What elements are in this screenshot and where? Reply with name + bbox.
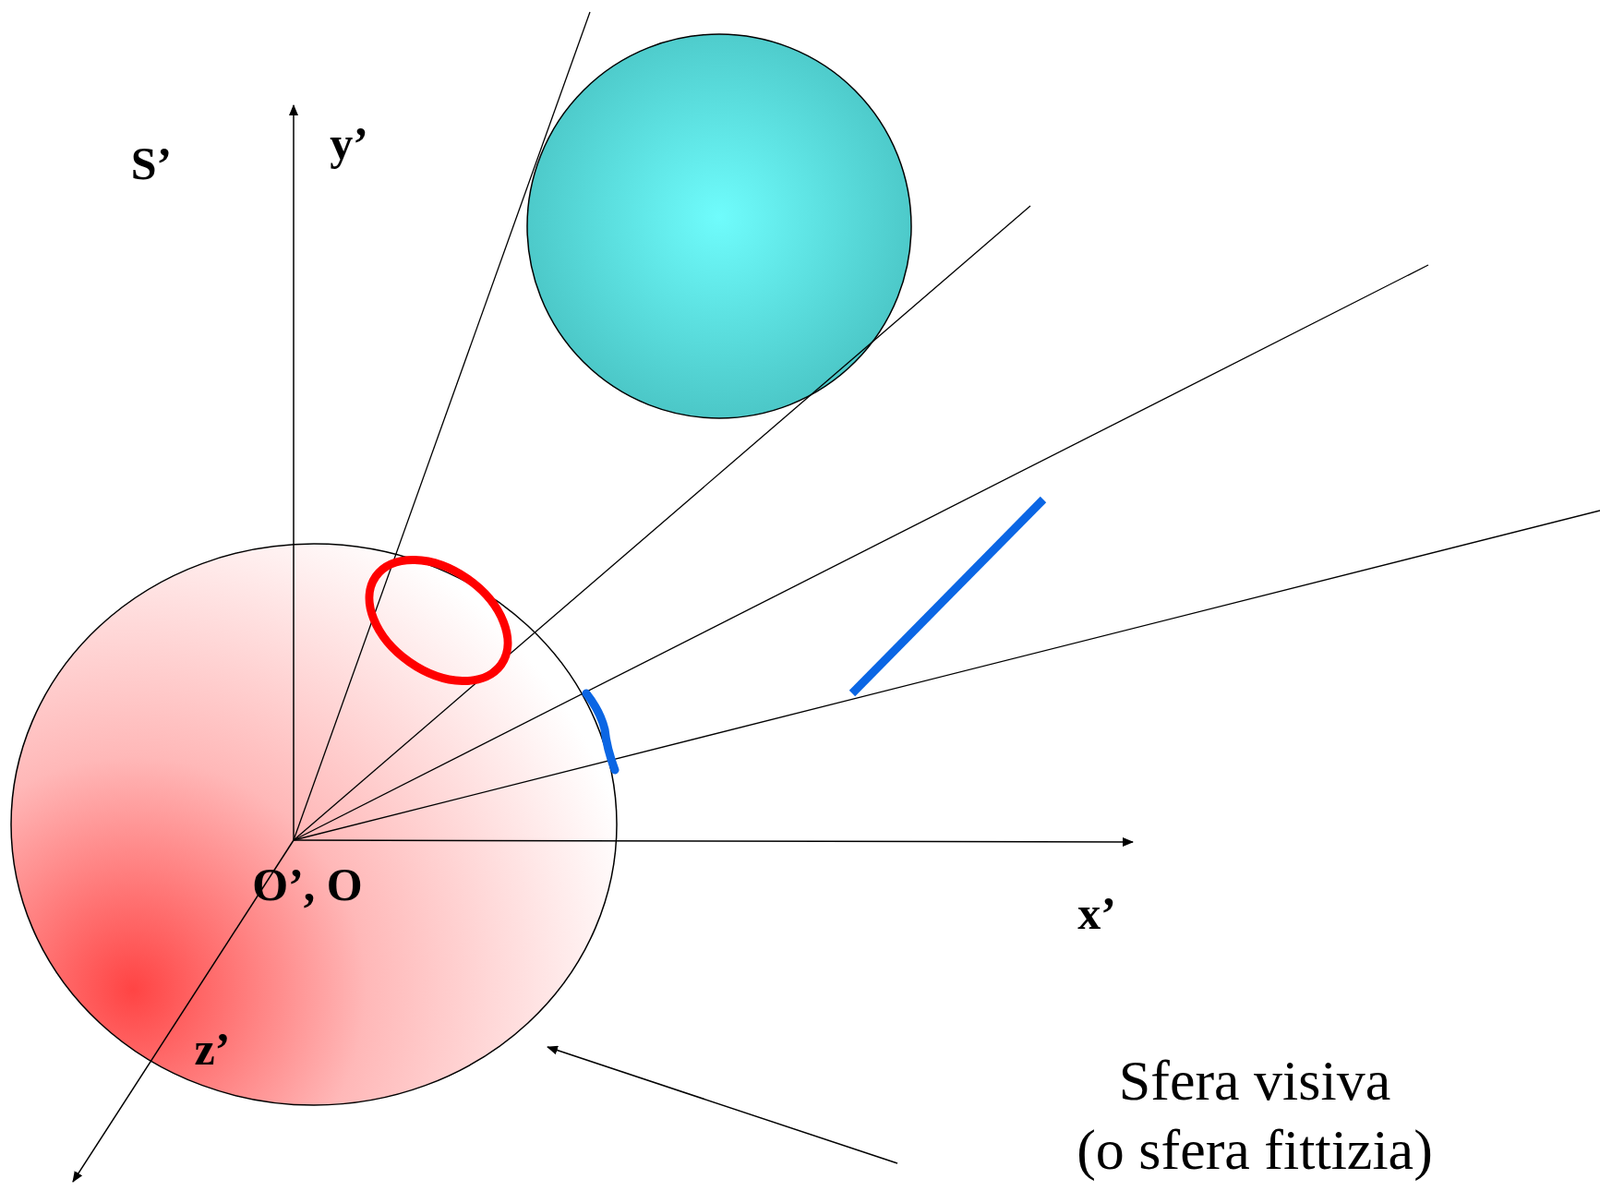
leader-line: [547, 1046, 898, 1164]
sight-lines: [293, 12, 1600, 841]
visual-sphere: [11, 543, 617, 1106]
segment-projection: [586, 693, 615, 770]
axes: [72, 105, 1133, 1182]
note-label: (o sfera fittizia): [1076, 1118, 1433, 1181]
axis-label: z’: [194, 1023, 231, 1075]
segment: [852, 499, 1044, 694]
note-label: Sfera visiva: [1118, 1048, 1391, 1112]
frame-label: S’: [131, 138, 172, 190]
axis-label: y’: [329, 118, 369, 169]
axis-label: x’: [1077, 888, 1117, 939]
sphere-projection: [346, 534, 530, 706]
origin-label: O’, O: [252, 859, 362, 911]
object-sphere: [527, 34, 912, 419]
